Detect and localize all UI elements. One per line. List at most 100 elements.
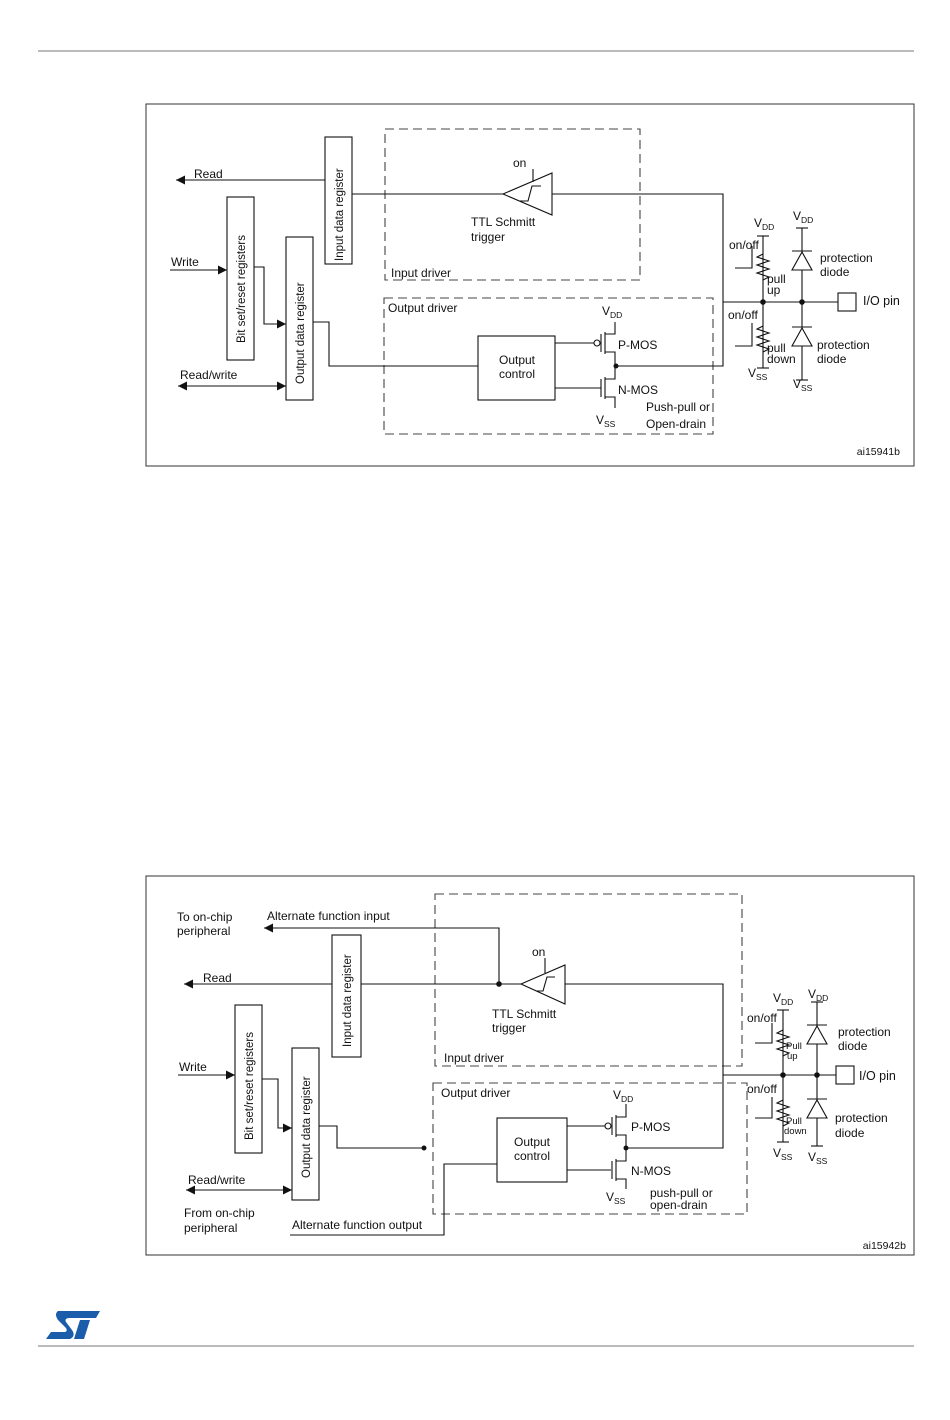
schmitt-trigger-2 bbox=[519, 964, 566, 1005]
ttl-label-2: trigger bbox=[471, 230, 505, 244]
pmos-transistor-2 bbox=[604, 1104, 627, 1148]
diagram-1-frame bbox=[145, 103, 915, 467]
pull-down-label-2: down bbox=[767, 352, 796, 366]
odr-to-control bbox=[313, 321, 478, 367]
pull-down-switch bbox=[735, 323, 753, 347]
input-driver-label: Input driver bbox=[391, 266, 451, 280]
bit-set-reset-registers-2 bbox=[234, 1004, 263, 1154]
schmitt-trigger bbox=[501, 172, 553, 216]
nmos-vss-2: VSS bbox=[606, 1190, 626, 1206]
output-driver-area-2 bbox=[432, 1082, 748, 1215]
read-write-label: Read/write bbox=[180, 368, 238, 382]
pmos-label-2: P-MOS bbox=[631, 1120, 670, 1134]
output-data-register bbox=[285, 236, 314, 401]
pull-down-vss: VSS bbox=[748, 366, 768, 382]
upper-diode-2 bbox=[806, 1024, 828, 1045]
pull-up-2-label-2: up bbox=[787, 1051, 798, 1062]
to-onchip-label-2: peripheral bbox=[177, 924, 230, 938]
diode-vdd-2: VDD bbox=[808, 987, 828, 1003]
lower-protection-2-1: protection bbox=[835, 1111, 888, 1125]
pull-up-on-off: on/off bbox=[729, 238, 759, 252]
schmitt-on-label-2: on bbox=[532, 945, 545, 959]
read-label-2: Read bbox=[203, 971, 232, 985]
input-driver-area-2 bbox=[434, 893, 743, 1067]
from-onchip-label-1: From on-chip bbox=[184, 1206, 255, 1220]
push-pull-label-2: Open-drain bbox=[646, 417, 706, 431]
read-label: Read bbox=[194, 167, 223, 181]
pull-down-on-off: on/off bbox=[728, 308, 758, 322]
diode-vss-2: VSS bbox=[808, 1150, 828, 1166]
pmos-vdd-2: VDD bbox=[613, 1088, 633, 1104]
lower-diode-2 bbox=[806, 1098, 828, 1119]
push-pull-2-label-1: push-pull or bbox=[650, 1186, 713, 1200]
bsrr-to-odr-2 bbox=[262, 1078, 292, 1133]
pull-down-resistor-2 bbox=[775, 1099, 791, 1127]
pull-up-label-2: up bbox=[767, 283, 781, 297]
read-write-label-2: Read/write bbox=[188, 1173, 246, 1187]
pull-up-resistor bbox=[755, 253, 771, 281]
diode-node-2 bbox=[814, 1072, 820, 1078]
ttl-label-1: TTL Schmitt bbox=[471, 215, 536, 229]
pull-up-vdd: VDD bbox=[754, 216, 774, 232]
driver-node-2 bbox=[623, 1145, 629, 1151]
input-data-register-2 bbox=[331, 934, 362, 1058]
diode-vss: VSS bbox=[793, 377, 813, 393]
bit-set-reset-label: Bit set/reset registers bbox=[236, 235, 248, 343]
to-onchip-label-1: To on-chip bbox=[177, 910, 233, 924]
st-logo bbox=[46, 1311, 100, 1339]
upper-diode bbox=[791, 250, 813, 271]
pull-node-2 bbox=[780, 1072, 786, 1078]
alt-fn-node bbox=[496, 981, 502, 987]
diagram-1: Input driver Output driver Input data re… bbox=[145, 103, 915, 467]
input-data-register-label: Input data register bbox=[334, 168, 346, 261]
output-control-label-1: Output bbox=[499, 353, 536, 367]
output-driver-label: Output driver bbox=[388, 301, 457, 315]
nmos-transistor bbox=[600, 366, 616, 408]
upper-protection-2-1: protection bbox=[838, 1025, 891, 1039]
upper-protection-1: protection bbox=[820, 251, 873, 265]
pull-down-2-label-1: Pull bbox=[786, 1116, 802, 1127]
pmos-label: P-MOS bbox=[618, 338, 657, 352]
pull-down-2-label-2: down bbox=[784, 1126, 807, 1137]
alt-fn-input-arrow bbox=[264, 923, 500, 984]
alt-fn-input-label: Alternate function input bbox=[267, 909, 390, 923]
diagram-2-frame bbox=[145, 875, 915, 1256]
pull-up-vdd-2: VDD bbox=[773, 991, 793, 1007]
pmos-transistor bbox=[593, 322, 616, 366]
input-data-register bbox=[324, 136, 353, 265]
push-pull-label-1: Push-pull or bbox=[646, 400, 710, 414]
write-label: Write bbox=[171, 255, 199, 269]
lower-protection-1: protection bbox=[817, 338, 870, 352]
output-control-2-label-1: Output bbox=[514, 1135, 551, 1149]
io-pin-2 bbox=[835, 1065, 855, 1085]
nmos-label-2: N-MOS bbox=[631, 1164, 671, 1178]
input-driver-area bbox=[384, 128, 641, 281]
lower-protection-2: diode bbox=[817, 352, 847, 366]
output-mux-node bbox=[421, 1145, 427, 1151]
output-control-2-label-2: control bbox=[514, 1149, 550, 1163]
pin-feedback-line bbox=[552, 193, 724, 367]
bit-set-reset-label-2: Bit set/reset registers bbox=[244, 1032, 256, 1140]
pull-up-resistor-2 bbox=[775, 1029, 791, 1057]
bit-set-reset-registers bbox=[226, 196, 255, 361]
diode-node bbox=[799, 299, 805, 305]
alt-fn-output-line bbox=[290, 1163, 497, 1236]
io-pin bbox=[837, 292, 857, 312]
pull-down-resistor bbox=[755, 325, 771, 353]
pull-up-switch-2 bbox=[755, 1023, 773, 1044]
lower-protection-2-2: diode bbox=[835, 1126, 865, 1140]
io-pin-label: I/O pin bbox=[863, 294, 900, 308]
diagram-2: Input driver Output driver Input data re… bbox=[145, 875, 915, 1256]
output-control bbox=[477, 335, 556, 401]
pin-feedback-line-2 bbox=[565, 983, 724, 1149]
input-data-register-label-2: Input data register bbox=[342, 954, 354, 1047]
upper-protection-2: diode bbox=[820, 265, 850, 279]
alt-fn-output-label: Alternate function output bbox=[292, 1218, 423, 1232]
nmos-vss: VSS bbox=[596, 413, 616, 429]
hysteresis-icon bbox=[520, 185, 541, 202]
nmos-label: N-MOS bbox=[618, 383, 658, 397]
pull-up-label-1: pull bbox=[767, 272, 786, 286]
bsrr-to-odr bbox=[254, 266, 286, 329]
driver-node bbox=[613, 363, 619, 369]
diagram-2-ref: ai15942b bbox=[863, 1240, 906, 1252]
